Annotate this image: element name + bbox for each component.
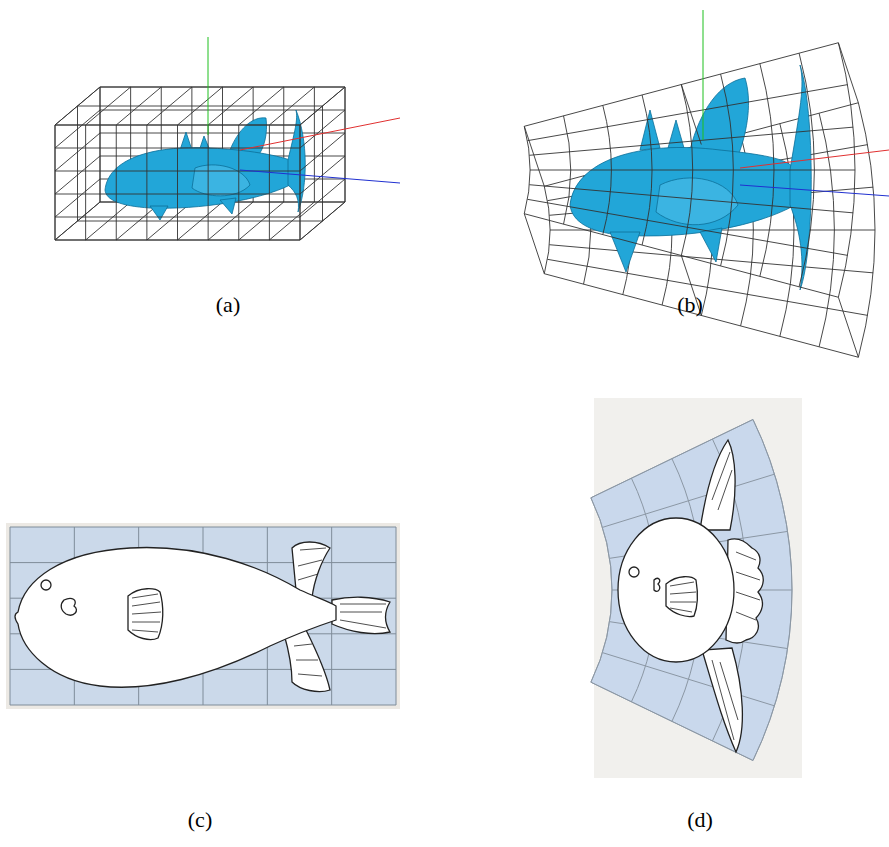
axis-lines: [208, 37, 400, 183]
grid-line: [146, 125, 147, 240]
grid-ground: [10, 527, 396, 705]
grid-line: [300, 125, 301, 240]
fish-outline: [618, 440, 763, 752]
grid-line: [100, 87, 101, 202]
grid-line: [300, 202, 345, 240]
grid-lines: [55, 87, 345, 240]
panel-label-holder: (c): [188, 807, 212, 833]
grid-line: [55, 125, 300, 126]
grid-line: [300, 87, 345, 125]
grid-line: [100, 87, 345, 88]
grid-line: [177, 125, 178, 240]
grid-line: [55, 202, 100, 240]
fish-model: [105, 110, 305, 220]
grid-line: [681, 85, 701, 145]
grid-line: [208, 125, 209, 240]
grid-lines: [591, 419, 792, 760]
grid-line: [300, 179, 345, 217]
grid-line: [524, 214, 544, 274]
panel-label-holder: (d): [687, 807, 713, 833]
grid-line: [838, 43, 858, 103]
grid-line: [55, 194, 300, 195]
panel-label: (d): [687, 807, 713, 832]
grid-line: [55, 240, 300, 241]
grid-line: [300, 133, 345, 171]
grid-lines: [10, 527, 396, 705]
grid-line: [529, 185, 853, 213]
grid-line: [100, 87, 101, 202]
grid-line: [55, 179, 100, 217]
grid-lines: [55, 87, 345, 240]
grid-line: [269, 125, 270, 240]
grid-line: [345, 87, 346, 202]
grid-line: [55, 156, 100, 194]
grid-line: [55, 240, 300, 241]
grid-lines: [524, 43, 858, 358]
grid-line: [55, 125, 300, 126]
panel-label: (a): [216, 292, 240, 317]
grid-ground: [591, 419, 792, 760]
grid-line: [78, 221, 323, 222]
grid-line: [100, 133, 345, 134]
grid-line: [838, 297, 858, 357]
fish-model: [570, 65, 811, 290]
grid-line: [55, 217, 300, 218]
grid-line: [55, 87, 100, 125]
grid-line: [55, 125, 56, 240]
grid-line: [300, 125, 301, 240]
grid-line: [55, 171, 300, 172]
grid-line: [238, 125, 239, 240]
panel-frame: [6, 523, 400, 709]
grid-line: [100, 87, 345, 88]
grid-line: [55, 133, 100, 171]
panel-label-holder: (b): [677, 292, 703, 318]
axis-lines: [703, 10, 889, 196]
grid-line: [524, 126, 530, 213]
grid-line: [78, 106, 323, 107]
grid-line: [10, 527, 396, 528]
grid-line: [55, 125, 56, 240]
grid-line: [55, 148, 300, 149]
grid-line: [529, 127, 853, 155]
grid-line: [527, 85, 847, 141]
grid-line: [314, 87, 315, 202]
grid-line: [100, 110, 345, 111]
grid-line: [530, 170, 855, 171]
grid-line: [322, 106, 323, 221]
fish-outline: [15, 542, 390, 692]
panel-label: (b): [677, 292, 703, 317]
grid-line: [544, 274, 858, 358]
grid-line: [300, 110, 345, 148]
panel-label: (c): [188, 807, 212, 832]
grid-line: [10, 527, 11, 705]
grid-line: [77, 106, 78, 221]
grid-line: [116, 125, 117, 240]
grid-line: [85, 125, 86, 240]
grid-line: [10, 705, 396, 706]
grid-line: [524, 126, 544, 186]
grid-line: [345, 87, 346, 202]
grid-line: [544, 186, 550, 273]
panel-label-holder: (a): [216, 292, 240, 318]
grid-line: [396, 527, 397, 705]
grid-line: [55, 110, 100, 148]
